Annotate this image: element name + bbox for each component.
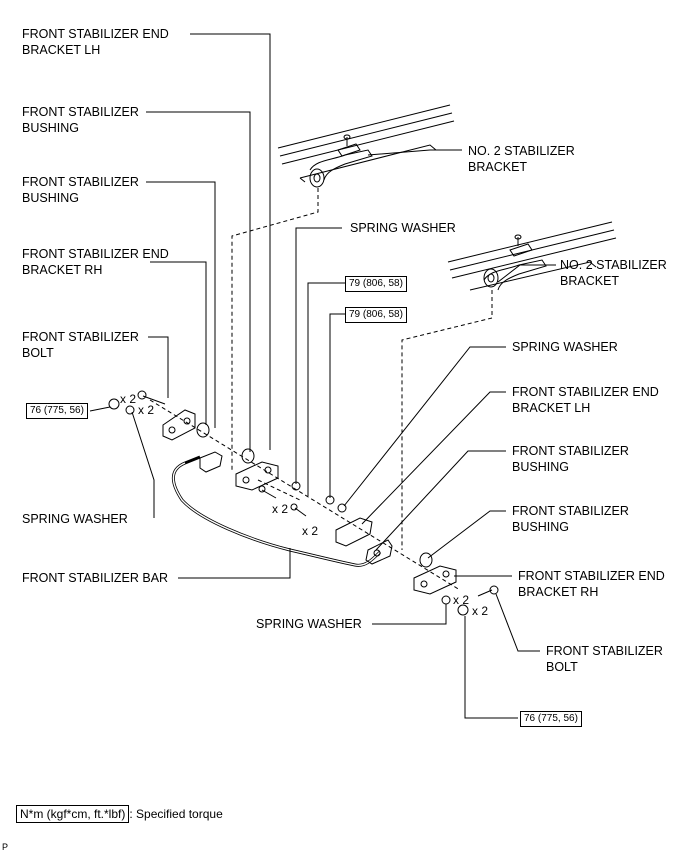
- label-spring-washer-mid: SPRING WASHER: [350, 221, 456, 235]
- qty-marker: x 2: [302, 524, 319, 538]
- label-bushing-2: FRONT STABILIZER BUSHING: [22, 175, 139, 205]
- end-bracket-right-lower: [413, 552, 457, 595]
- label-no2-bracket-top: NO. 2 STABILIZER BRACKET: [468, 144, 575, 174]
- end-bracket-right-upper: [335, 517, 393, 565]
- torque-box-mid-1: 79 (806, 58): [345, 276, 407, 292]
- label-stabilizer-bar: FRONT STABILIZER BAR: [22, 571, 169, 585]
- label-end-bracket-lh-top: FRONT STABILIZER END BRACKET LH: [22, 27, 169, 57]
- qty-marker: x 2: [138, 403, 155, 417]
- frame-rail-upper: [277, 104, 455, 183]
- label-end-bracket-lh-right: FRONT STABILIZER END BRACKET LH: [512, 385, 659, 415]
- label-spring-washer-right: SPRING WASHER: [512, 340, 618, 354]
- torque-box-mid-2: 79 (806, 58): [345, 307, 407, 323]
- bolts-middle: [258, 485, 307, 517]
- legend-unit-box: N*m (kgf*cm, ft.*lbf): [16, 805, 130, 823]
- label-no2-bracket-right: NO. 2 STABILIZER BRACKET: [560, 258, 667, 288]
- assembly-axis-lines: [149, 188, 493, 591]
- label-bolt-right: FRONT STABILIZER BOLT: [546, 644, 663, 674]
- bolt-left: [137, 390, 166, 405]
- end-bracket-middle: [235, 448, 279, 491]
- torque-box-bottom: 76 (775, 56): [520, 711, 582, 727]
- qty-marker: x 2: [472, 604, 489, 618]
- label-spring-washer-bottom: SPRING WASHER: [256, 617, 362, 631]
- label-end-bracket-rh-left: FRONT STABILIZER END BRACKET RH: [22, 247, 169, 277]
- bolt-right: [477, 585, 499, 597]
- torque-legend: N*m (kgf*cm, ft.*lbf): Specified torque: [16, 805, 223, 823]
- qty-marker: x 2: [453, 593, 470, 607]
- label-bolt-left: FRONT STABILIZER BOLT: [22, 330, 139, 360]
- figure-code: P: [2, 842, 9, 852]
- label-bushing-right-1: FRONT STABILIZER BUSHING: [512, 444, 629, 474]
- label-spring-washer-left: SPRING WASHER: [22, 512, 128, 526]
- legend-description: : Specified torque: [129, 807, 223, 821]
- bushing-left: [196, 422, 223, 473]
- no2-bracket-upper: [309, 134, 373, 188]
- end-bracket-left: [162, 409, 196, 441]
- qty-marker: x 2: [120, 392, 137, 406]
- leader-lines: [89, 33, 556, 719]
- label-bushing-right-2: FRONT STABILIZER BUSHING: [512, 504, 629, 534]
- label-end-bracket-rh-right: FRONT STABILIZER END BRACKET RH: [518, 569, 665, 599]
- qty-marker: x 2: [272, 502, 289, 516]
- label-bushing-1: FRONT STABILIZER BUSHING: [22, 105, 139, 135]
- no2-bracket-lower: [483, 234, 547, 291]
- stabilizer-bar: [171, 455, 382, 567]
- torque-box-left: 76 (775, 56): [26, 403, 88, 419]
